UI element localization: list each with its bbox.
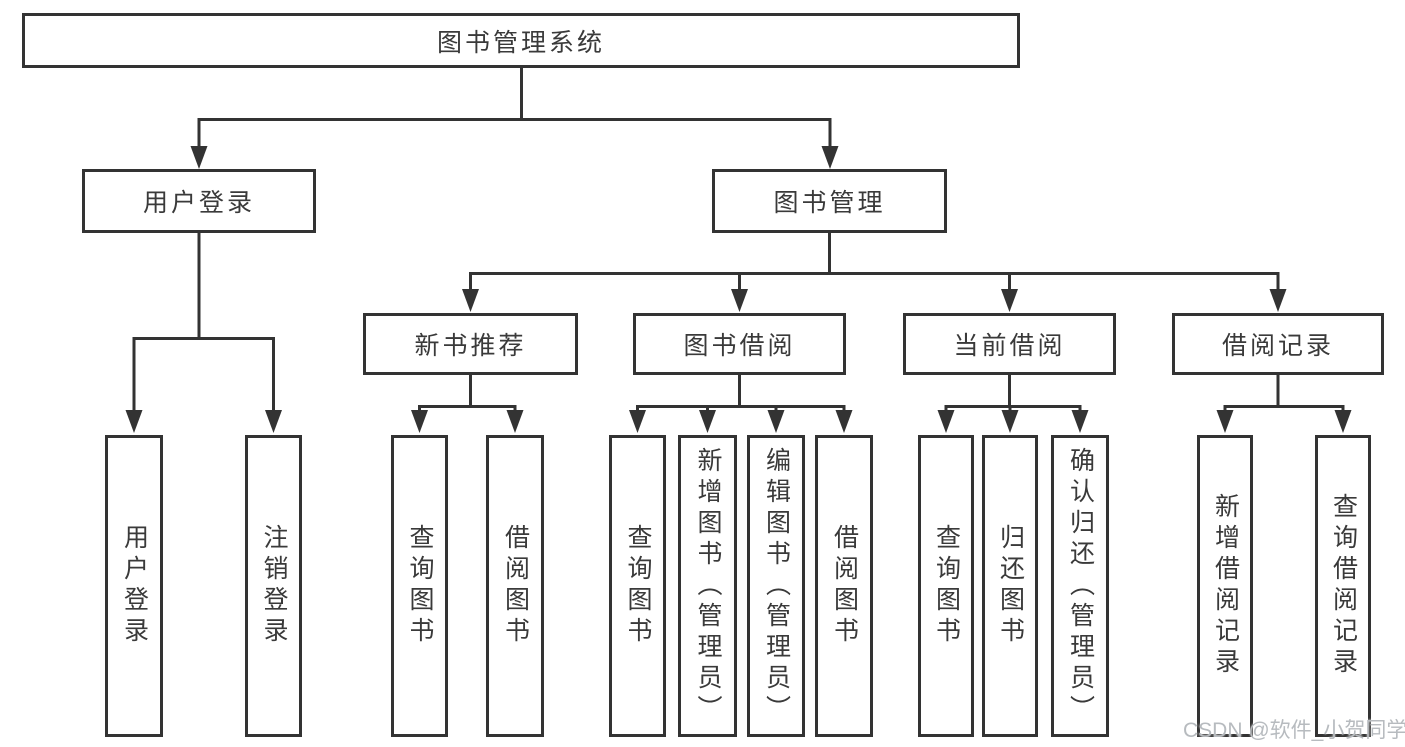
node-leaf-borrow-books-recommend: 借阅图书 [486,435,544,737]
node-label: 用户登录 [120,524,149,648]
node-label: 图书管理 [773,189,886,217]
arrow-down-icon [1269,289,1287,312]
arrow-down-icon [1001,410,1019,433]
arrow-down-icon [835,410,853,433]
arrow-down-icon [629,410,646,433]
arrow-down-icon [506,410,524,433]
node-leaf-add-books-admin: 新增图书（管理员） [678,435,737,737]
node-leaf-query-books-recommend: 查询图书 [391,435,448,737]
arrow-down-icon [265,410,282,433]
node-leaf-logout: 注销登录 [245,435,302,737]
arrow-down-icon [190,146,208,169]
node-label: 确认归还（管理员） [1066,446,1095,726]
arrowheads [125,146,1352,433]
node-leaf-user-login: 用户登录 [105,435,163,737]
node-label: 借阅图书 [501,524,530,648]
node-leaf-query-books-current: 查询图书 [918,435,974,737]
arrow-down-icon [1216,410,1234,433]
node-book-management: 图书管理 [712,169,947,233]
arrow-down-icon [1071,410,1089,433]
node-leaf-return-books: 归还图书 [982,435,1038,737]
node-label: 编辑图书（管理员） [762,446,791,726]
node-label: 新增图书（管理员） [694,446,722,726]
node-leaf-query-borrow-record: 查询借阅记录 [1315,435,1371,737]
arrow-down-icon [767,410,785,433]
node-label: 查询图书 [932,524,961,648]
arrow-down-icon [821,146,839,169]
node-label: 图书管理系统 [436,28,605,57]
node-leaf-edit-books-admin: 编辑图书（管理员） [747,435,805,737]
node-label: 查询图书 [624,524,652,648]
node-label: 查询图书 [406,524,434,648]
node-user-login: 用户登录 [82,169,316,233]
node-label: 查询借阅记录 [1329,493,1358,679]
node-current-borrowing: 当前借阅 [903,313,1116,375]
node-label: 借阅记录 [1221,332,1334,360]
node-label: 新增借阅记录 [1211,493,1240,679]
node-leaf-borrow-books-borrowing: 借阅图书 [815,435,873,737]
node-label: 用户登录 [142,189,255,217]
node-library-management-system: 图书管理系统 [22,13,1020,68]
edge-stems [132,66,1345,414]
node-leaf-confirm-return-admin: 确认归还（管理员） [1051,435,1109,737]
node-label: 借阅图书 [830,524,859,648]
arrow-down-icon [699,410,716,433]
arrow-down-icon [411,410,428,433]
node-book-borrowing: 图书借阅 [633,313,846,375]
node-label: 图书借阅 [683,332,796,360]
node-leaf-add-borrow-record: 新增借阅记录 [1197,435,1253,737]
node-new-book-recommendation: 新书推荐 [363,313,578,375]
arrow-down-icon [731,289,748,312]
arrow-down-icon [937,410,955,433]
node-label: 归还图书 [996,524,1025,648]
arrow-down-icon [1001,289,1018,312]
node-label: 注销登录 [260,524,288,648]
node-label: 新书推荐 [414,332,527,360]
arrow-down-icon [125,410,143,433]
node-label: 当前借阅 [953,332,1066,360]
node-borrowing-records: 借阅记录 [1172,313,1384,375]
arrow-down-icon [1334,410,1352,433]
node-leaf-query-books-borrowing: 查询图书 [609,435,666,737]
arrow-down-icon [462,289,479,312]
watermark: CSDN @软件_小贺同学 [1183,719,1405,742]
